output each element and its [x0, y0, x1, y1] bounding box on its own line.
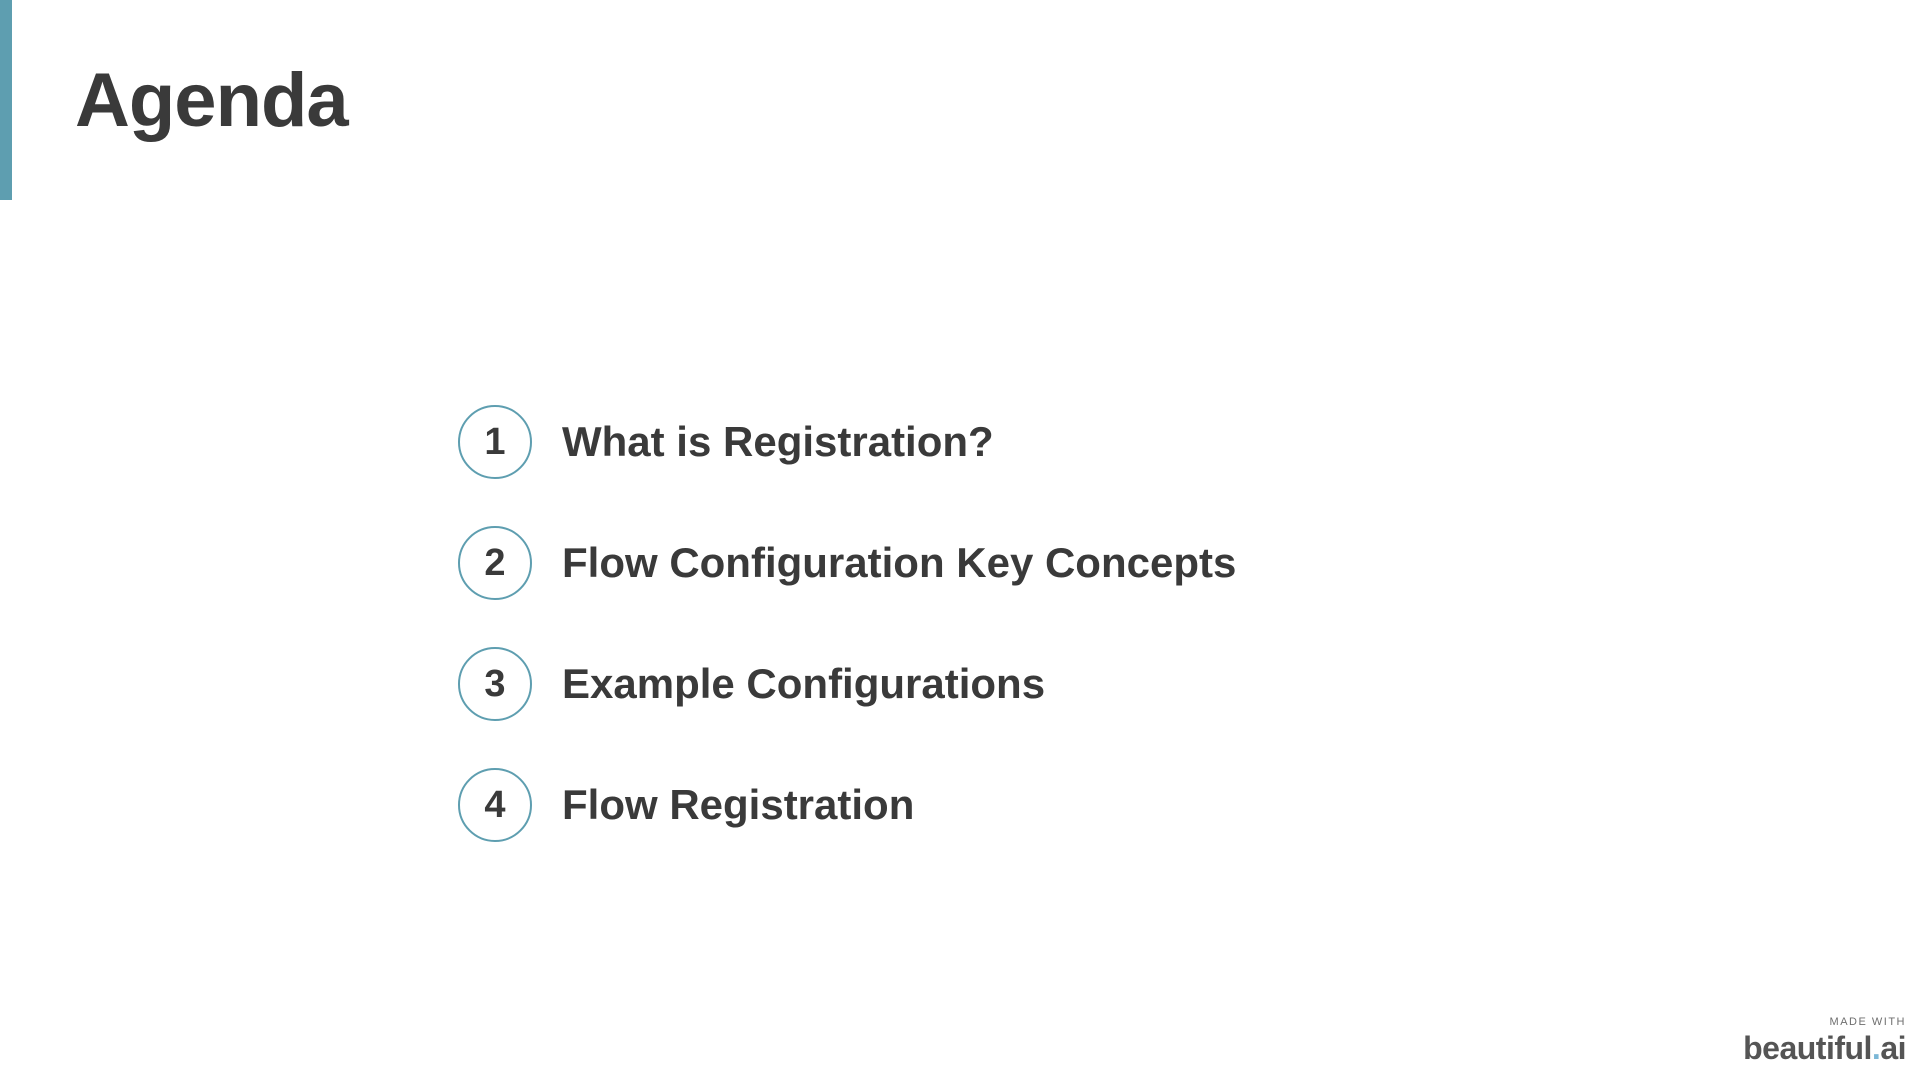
agenda-number-badge: 4 — [458, 768, 532, 842]
accent-bar — [0, 0, 12, 200]
agenda-list: 1 What is Registration? 2 Flow Configura… — [458, 403, 1236, 844]
agenda-item-label: Flow Configuration Key Concepts — [562, 539, 1237, 586]
agenda-item: 3 Example Configurations — [458, 645, 1236, 723]
agenda-number-badge: 2 — [458, 526, 532, 600]
brand-logo: beautiful.ai — [1743, 1032, 1906, 1064]
made-with-branding[interactable]: MADE WITH beautiful.ai — [1743, 1016, 1906, 1065]
agenda-item: 4 Flow Registration — [458, 766, 1236, 844]
made-with-label: MADE WITH — [1829, 1016, 1906, 1028]
agenda-item-label: What is Registration? — [562, 418, 994, 465]
agenda-item-label: Flow Registration — [562, 781, 915, 828]
slide-title: Agenda — [75, 58, 349, 143]
agenda-item: 2 Flow Configuration Key Concepts — [458, 524, 1236, 602]
agenda-number-badge: 3 — [458, 647, 532, 721]
brand-logo-suffix: ai — [1880, 1030, 1906, 1066]
brand-logo-dot: . — [1871, 1030, 1881, 1066]
brand-logo-word: beautiful — [1743, 1030, 1872, 1066]
agenda-number-badge: 1 — [458, 405, 532, 479]
agenda-item: 1 What is Registration? — [458, 403, 1236, 481]
agenda-item-label: Example Configurations — [562, 660, 1046, 707]
